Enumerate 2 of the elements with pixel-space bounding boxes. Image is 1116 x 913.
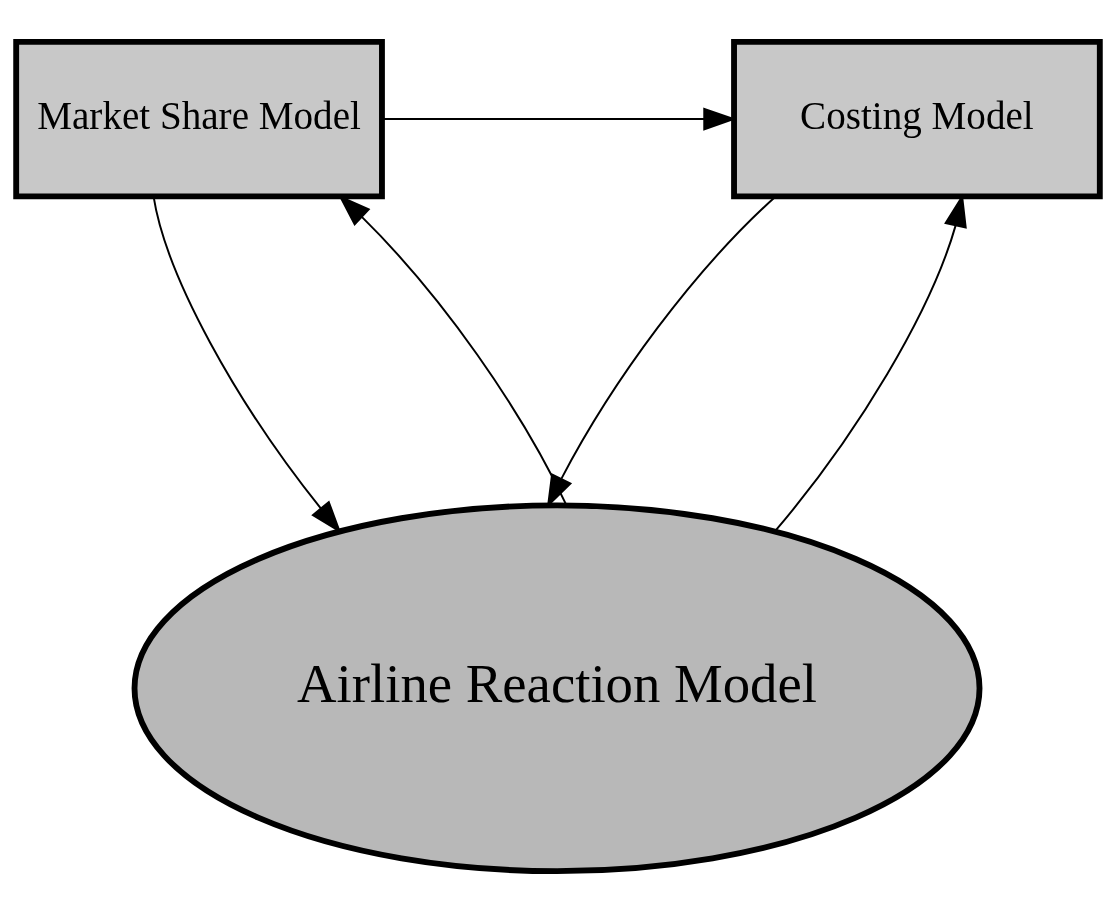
node-box: Costing Model	[731, 38, 1103, 200]
node-box: Market Share Model	[13, 38, 385, 200]
